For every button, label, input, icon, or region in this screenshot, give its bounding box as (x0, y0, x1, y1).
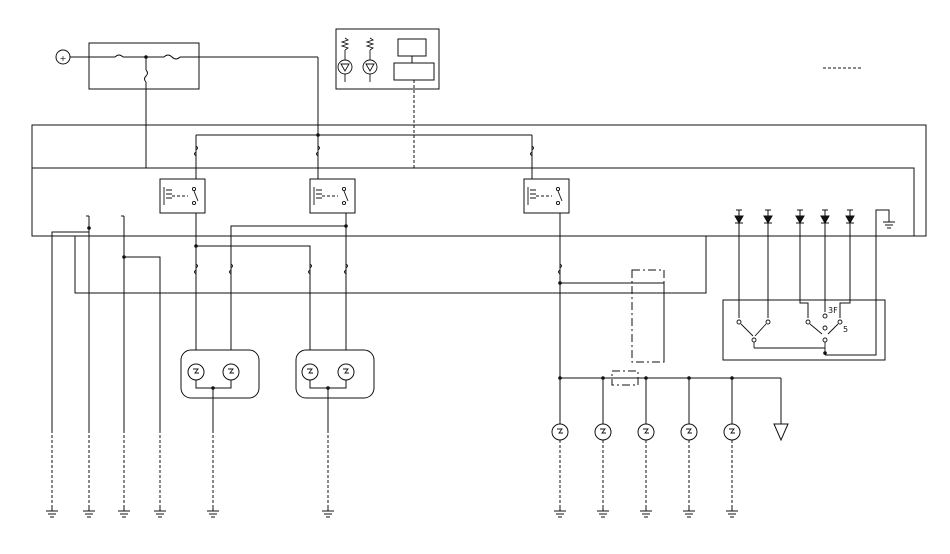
lamp-bulb-2 (222, 363, 240, 381)
lamp-connector-5 (558, 263, 562, 275)
diode-icon (763, 209, 773, 236)
fuse-connector-2 (316, 145, 320, 157)
indicator-lamp-1 (337, 37, 353, 82)
right-bulb-1 (551, 423, 569, 441)
right-bulb-4 (680, 423, 698, 441)
ground-icon (83, 510, 95, 518)
lamp-connector-3 (308, 263, 312, 275)
connector-shield (611, 370, 639, 386)
ground-icon (207, 510, 219, 518)
lamp-connector-2 (229, 263, 233, 275)
right-switch-panel (722, 299, 886, 361)
chassis-ground-icon (825, 209, 895, 356)
relay-2 (309, 178, 356, 214)
shielded-section (631, 269, 665, 363)
lamp-connector-4 (344, 263, 348, 275)
right-bulb-3 (637, 423, 655, 441)
switch-label-3f: 3F (828, 306, 838, 315)
fuse-connector-3 (530, 145, 534, 157)
main-junction-box-outer (31, 124, 927, 237)
main-junction-box-inner (31, 167, 915, 237)
diode-icon (734, 209, 744, 236)
lamp-cluster-right (295, 349, 375, 399)
relay-1 (159, 178, 206, 214)
ground-icon (726, 510, 738, 518)
ground-icon (640, 510, 652, 518)
ground-icon (597, 510, 609, 518)
ground-icon (46, 510, 58, 518)
diode-icon (820, 209, 830, 236)
fuse-connector-1 (194, 145, 198, 157)
ground-icon (118, 510, 130, 518)
lamp-bulb-3 (301, 363, 319, 381)
combination-switch (736, 313, 843, 355)
ground-icon (683, 510, 695, 518)
left-wiring (51, 215, 707, 430)
relay-3 (523, 178, 570, 214)
ground-triangle-icon (773, 423, 789, 442)
switch-label-5: 5 (843, 325, 848, 334)
diode-icon (795, 209, 805, 236)
ground-icon (154, 510, 166, 518)
lamp-bulb-1 (187, 363, 205, 381)
ground-icon (554, 510, 566, 518)
fuse-box (70, 42, 318, 168)
lamp-cluster-left (180, 349, 260, 399)
indicator-lamp-2 (362, 37, 378, 82)
right-bulb-2 (594, 423, 612, 441)
lamp-bulb-4 (337, 363, 355, 381)
battery-terminal: + (55, 49, 71, 65)
indicator-panel (335, 28, 440, 90)
lamp-connector-1 (194, 263, 198, 275)
right-bulb-5 (723, 423, 741, 441)
battery-plus-label: + (60, 54, 67, 63)
control-module (393, 38, 435, 81)
ground-icon (322, 510, 334, 518)
relay-output-wiring (194, 224, 348, 262)
diode-icon (845, 209, 855, 236)
